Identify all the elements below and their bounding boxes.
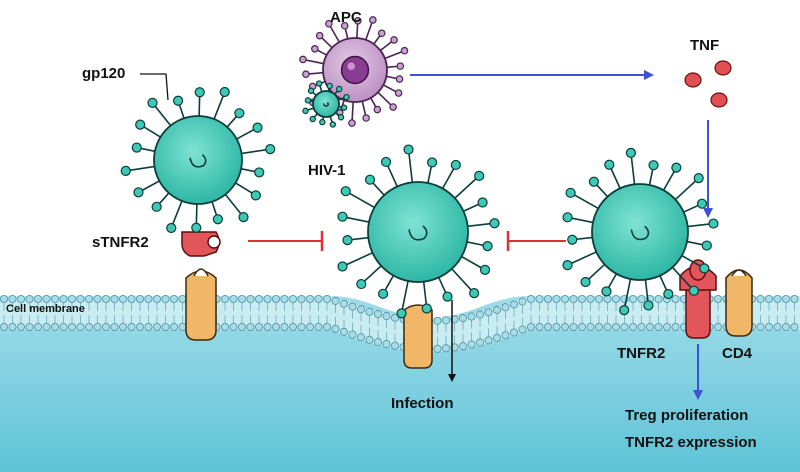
outcome-tnfr2-expression: TNFR2 expression (625, 434, 757, 451)
virus-layer (120, 86, 719, 319)
tnfr2-label: TNFR2 (617, 345, 665, 362)
cd4-receptor-right (725, 269, 753, 337)
tnfr2-receptor (679, 259, 717, 339)
infection-label: Infection (391, 395, 454, 412)
small-virus-near-apc (302, 80, 350, 128)
inhibition-left (248, 231, 324, 251)
hiv-virus-right (562, 147, 719, 316)
hiv-virus-left (120, 86, 276, 234)
inhibition-right (506, 231, 566, 251)
outcome-treg-proliferation: Treg proliferation (625, 407, 748, 424)
stnfr2-molecule (181, 231, 221, 257)
gp120-label: gp120 (82, 65, 125, 82)
cd4-receptor-center (403, 304, 433, 369)
stnfr2-label: sTNFR2 (92, 234, 149, 251)
tnf-dot (710, 92, 728, 108)
cd4-label: CD4 (722, 345, 753, 362)
hiv1-label: HIV-1 (308, 162, 346, 179)
tnf-dot (714, 60, 732, 76)
apc-label: APC (330, 9, 362, 26)
apc-cells (299, 16, 409, 128)
tnf-dot (684, 72, 702, 88)
tnf-molecules (684, 60, 732, 108)
hiv-virus-center (337, 144, 500, 319)
gp120-pointer (140, 73, 169, 101)
tnf-label: TNF (690, 37, 719, 54)
cd4-receptor-left (185, 268, 217, 341)
cell-membrane-label: Cell membrane (6, 303, 85, 315)
